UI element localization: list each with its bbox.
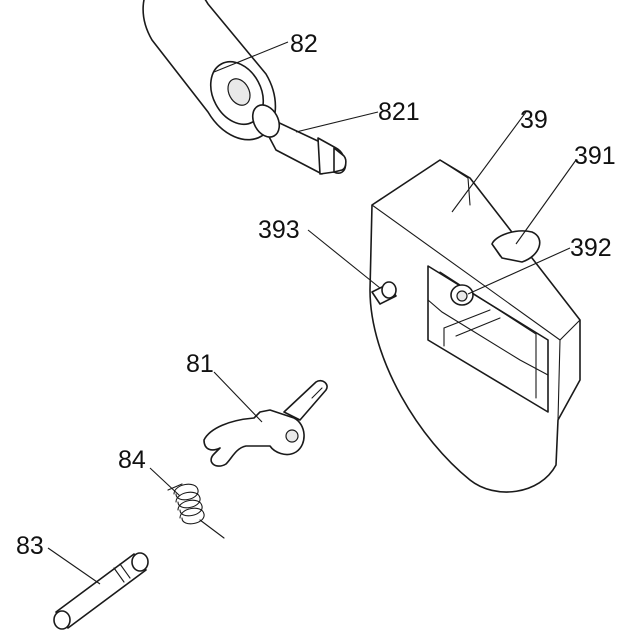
label-81: 81 (186, 350, 214, 378)
label-84: 84 (118, 446, 146, 474)
label-392: 392 (570, 234, 612, 262)
pin-821 (247, 100, 345, 174)
label-393: 393 (258, 216, 300, 244)
label-82: 82 (290, 30, 318, 58)
label-821: 821 (378, 98, 420, 126)
label-391: 391 (574, 142, 616, 170)
lever-81 (204, 381, 327, 466)
label-83: 83 (16, 532, 44, 560)
pin-83 (54, 553, 148, 629)
housing-39 (370, 160, 580, 492)
label-39: 39 (520, 106, 548, 134)
